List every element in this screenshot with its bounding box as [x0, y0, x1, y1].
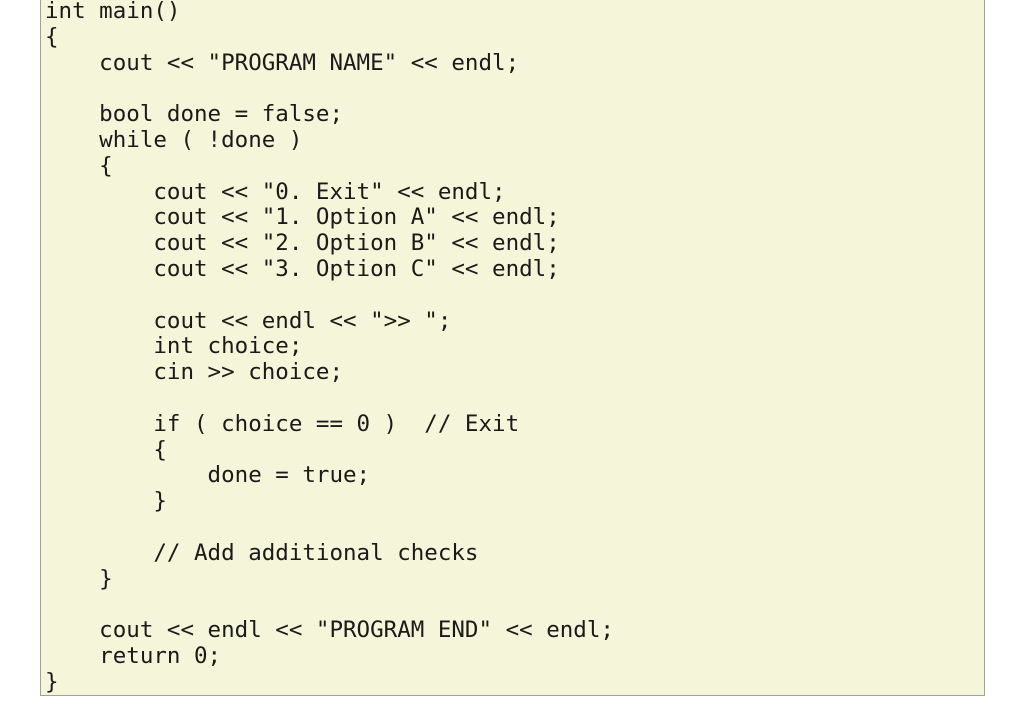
code-line: cout << "3. Option C" << endl;	[45, 255, 560, 282]
code-line	[45, 283, 614, 309]
code-line	[45, 592, 614, 618]
code-line: // Add additional checks	[45, 539, 479, 566]
code-line: cout << "0. Exit" << endl;	[45, 178, 506, 205]
code-line: int main()	[45, 0, 181, 24]
code-line: {	[45, 436, 167, 463]
code-line: }	[45, 668, 59, 695]
code-line	[45, 386, 614, 412]
code-block: int main(){ cout << "PROGRAM NAME" << en…	[40, 0, 985, 696]
code-line: int choice;	[45, 333, 303, 360]
code-line: bool done = false;	[45, 101, 344, 128]
code-line: cin >> choice;	[45, 359, 344, 386]
code-line: {	[45, 152, 113, 179]
code-line: }	[45, 565, 113, 592]
code-line: return 0;	[45, 642, 222, 669]
code-line: {	[45, 23, 59, 50]
code-listing: int main(){ cout << "PROGRAM NAME" << en…	[45, 0, 614, 696]
code-line	[45, 76, 614, 102]
code-line	[45, 515, 614, 541]
code-line: cout << endl << ">> ";	[45, 307, 452, 334]
code-line: cout << "2. Option B" << endl;	[45, 230, 560, 257]
code-line: cout << endl << "PROGRAM END" << endl;	[45, 617, 614, 644]
code-line: }	[45, 488, 167, 515]
code-line: if ( choice == 0 ) // Exit	[45, 410, 520, 437]
code-line: cout << "PROGRAM NAME" << endl;	[45, 49, 520, 76]
code-line: while ( !done )	[45, 126, 303, 153]
code-line: done = true;	[45, 462, 371, 489]
code-line: cout << "1. Option A" << endl;	[45, 204, 560, 231]
